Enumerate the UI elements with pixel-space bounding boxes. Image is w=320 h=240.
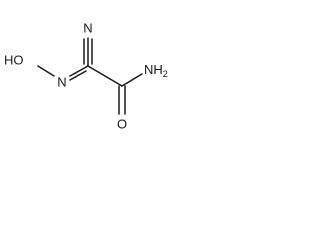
double-bond-carbonyl (118, 85, 126, 115)
chemical-structure-diagram: N HO N NH2 O (4, 20, 168, 131)
triple-bond-nitrile (83, 37, 93, 67)
amide-nh-text: NH (144, 62, 163, 77)
nitrile-nitrogen-label: N (83, 20, 92, 35)
oxime-nitrogen-label: N (57, 74, 66, 89)
double-bond-oxime (69, 65, 89, 81)
single-bond-c-n (121, 73, 143, 87)
single-bond-n-oh (37, 65, 55, 77)
hydroxyl-label: HO (4, 52, 24, 67)
amide-h-count-subscript: 2 (163, 69, 168, 79)
single-bond-c-c (87, 65, 123, 87)
amide-nitrogen-label: NH2 (144, 62, 168, 79)
carbonyl-oxygen-label: O (117, 116, 127, 131)
